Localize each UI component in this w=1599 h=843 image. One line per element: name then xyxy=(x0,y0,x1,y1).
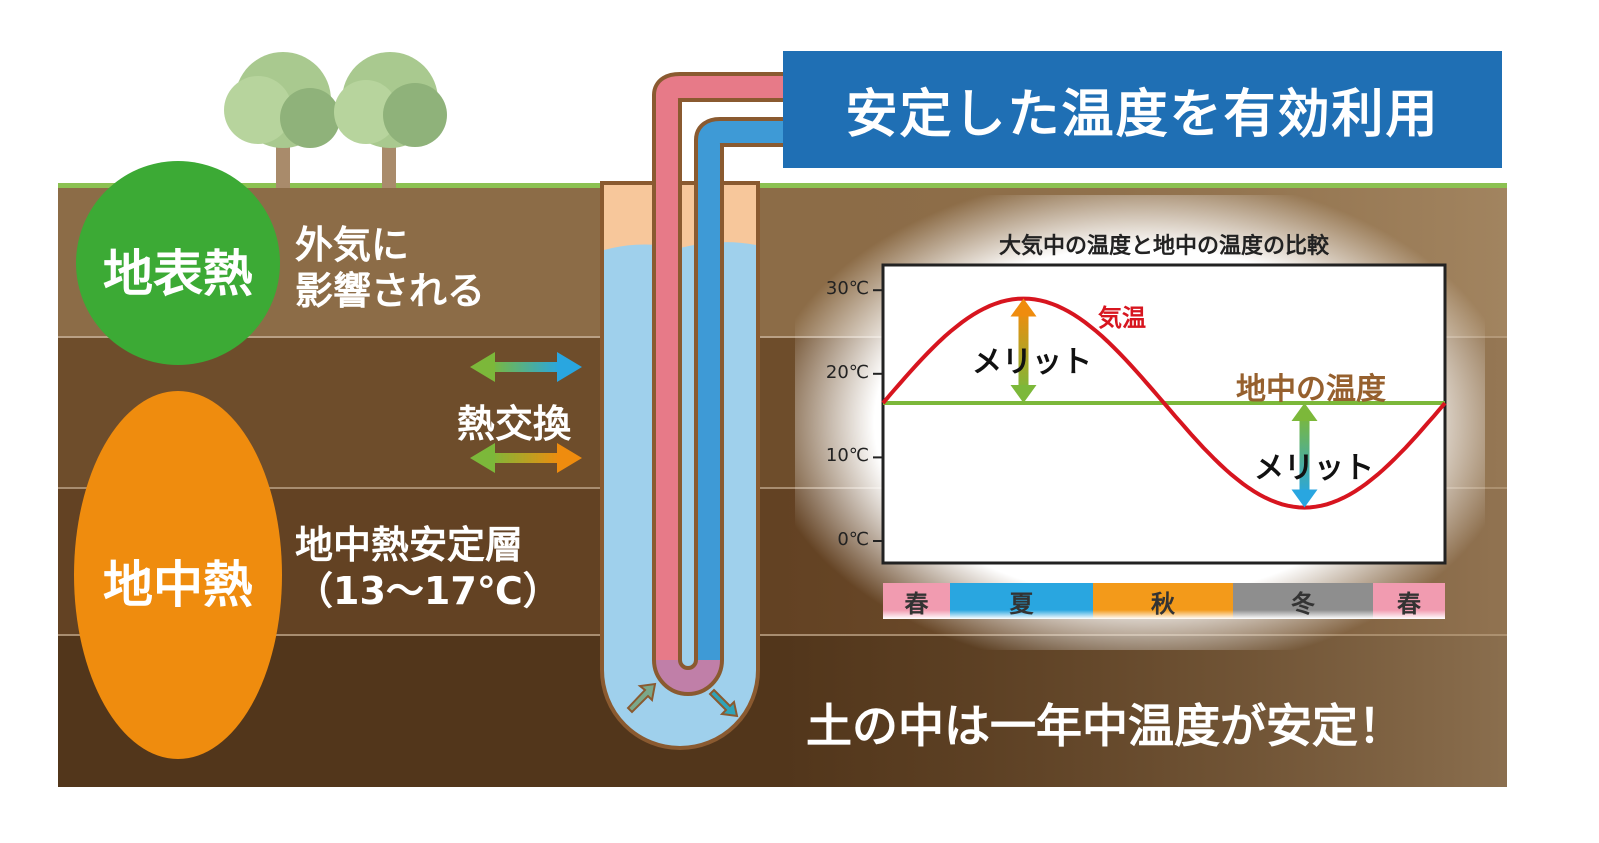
merit-arrow-summer xyxy=(1018,310,1029,392)
y-tick-label: 10℃ xyxy=(825,445,869,467)
chart-title: 大気中の温度と地中の温度の比較 xyxy=(998,234,1329,259)
ground-heat-desc-line1: 地中熱安定層 xyxy=(295,523,524,567)
chart-plot-area xyxy=(881,263,1447,565)
y-tick-label: 30℃ xyxy=(825,278,869,300)
season-label: 夏 xyxy=(950,583,1093,619)
heat-exchange-arrow-icon xyxy=(470,352,582,382)
ground-heat-label: 地中熱 xyxy=(103,556,253,614)
merit-label-summer: メリット xyxy=(972,345,1092,380)
surface-heat-desc-line1: 外気に xyxy=(295,223,410,267)
season-label: 春 xyxy=(883,583,950,619)
merit-label-winter: メリット xyxy=(1254,451,1374,486)
page-title: 安定した温度を有効利用 xyxy=(783,51,1502,168)
y-tick-label: 20℃ xyxy=(825,361,869,383)
air-temp-line xyxy=(881,296,1447,510)
flow-out-arrow-icon xyxy=(708,688,739,718)
merit-arrow-summer-head xyxy=(1010,385,1037,404)
merit-arrow-winter-head xyxy=(1291,489,1318,508)
heat-exchange-arrow-icon xyxy=(470,443,582,473)
season-label: 冬 xyxy=(1233,583,1373,619)
heat-pipe xyxy=(652,72,783,696)
y-tick-label: 0℃ xyxy=(837,529,869,550)
season-label: 秋 xyxy=(1093,583,1233,619)
merit-arrow-winter-head xyxy=(1291,403,1318,422)
season-label: 春 xyxy=(1373,583,1445,619)
grass-line xyxy=(58,183,1507,188)
ground-heat-desc-line2: （13〜17℃） xyxy=(295,569,561,613)
bottom-message: 土の中は一年中温度が安定！ xyxy=(806,699,1404,753)
ground-heat-ellipse xyxy=(74,391,282,759)
flow-in-arrow-icon xyxy=(626,682,657,714)
surface-heat-circle xyxy=(76,161,280,365)
merit-arrow-winter xyxy=(1299,415,1310,496)
heat-exchange-label: 熱交換 xyxy=(457,402,572,446)
ground-temp-legend: 地中の温度 xyxy=(1236,372,1386,407)
surface-heat-desc-line2: 影響される xyxy=(295,269,486,313)
merit-arrow-summer-head xyxy=(1010,298,1037,317)
surface-heat-description: 外気に 影響される xyxy=(295,222,485,314)
ground-heat-description: 地中熱安定層 （13〜17℃） xyxy=(295,522,561,614)
temperature-chart xyxy=(873,263,1447,565)
air-temp-legend: 気温 xyxy=(1098,304,1146,332)
tree-icon xyxy=(224,52,340,188)
tree-icon xyxy=(334,52,447,188)
surface-heat-label: 地表熱 xyxy=(103,245,253,303)
